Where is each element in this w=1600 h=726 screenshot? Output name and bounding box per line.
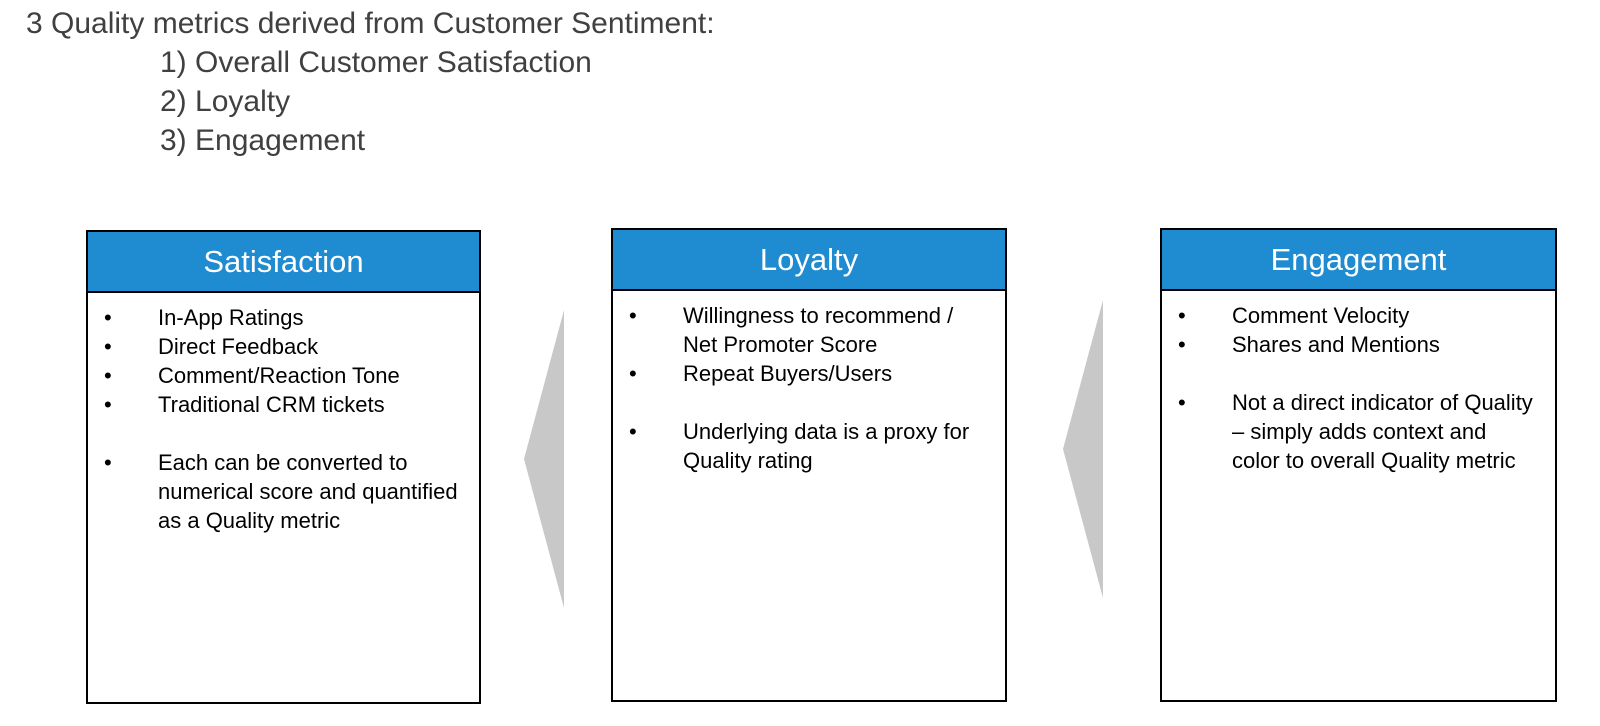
bullet-dot: • (104, 363, 112, 388)
engagement-card-body: • Comment Velocity • Shares and Mentions… (1162, 291, 1555, 475)
satisfaction-bullet-in-app-ratings: • In-App Ratings (88, 303, 479, 332)
bullet-text: Direct Feedback (158, 334, 319, 359)
bullet-text: Underlying data is a proxy for Quality r… (683, 419, 970, 473)
loyalty-card-body: • Willingness to recommend / Net Promote… (613, 291, 1005, 475)
satisfaction-bullet-summary: • Each can be converted to numerical sco… (88, 448, 479, 535)
intro-item-satisfaction: 1) Overall Customer Satisfaction (160, 46, 592, 79)
loyalty-bullet-proxy: • Underlying data is a proxy for Quality… (613, 417, 1005, 475)
bullet-text: Not a direct indicator of Quality – simp… (1232, 390, 1533, 473)
satisfaction-bullet-direct-feedback: • Direct Feedback (88, 332, 479, 361)
intro-item-engagement: 3) Engagement (160, 124, 366, 157)
bullet-dot: • (104, 392, 112, 417)
bullet-dot: • (1178, 303, 1186, 328)
loyalty-card-title: Loyalty (613, 230, 1005, 291)
loyalty-bullet-repeat-buyers: • Repeat Buyers/Users (613, 359, 1005, 388)
engagement-bullet-shares-mentions: • Shares and Mentions (1162, 330, 1555, 359)
bullet-text: Comment Velocity (1232, 303, 1410, 328)
intro-heading: 3 Quality metrics derived from Customer … (26, 7, 715, 40)
bullet-text: Traditional CRM tickets (158, 392, 385, 417)
bullet-text: In-App Ratings (158, 305, 304, 330)
bullet-text: Willingness to recommend / Net Promoter … (683, 303, 954, 357)
chevron-shape (1063, 300, 1103, 598)
bullet-dot: • (104, 334, 112, 359)
intro-item-loyalty: 2) Loyalty (160, 85, 291, 118)
satisfaction-card-body: • In-App Ratings • Direct Feedback • Com… (88, 293, 479, 535)
bullet-dot: • (1178, 390, 1186, 415)
chevron-left-icon (1063, 300, 1103, 598)
engagement-bullet-indicator: • Not a direct indicator of Quality – si… (1162, 388, 1555, 475)
engagement-bullet-comment-velocity: • Comment Velocity (1162, 301, 1555, 330)
bullet-dot: • (1178, 332, 1186, 357)
satisfaction-bullet-crm-tickets: • Traditional CRM tickets (88, 390, 479, 419)
chevron-shape (524, 310, 564, 608)
bullet-dot: • (104, 305, 112, 330)
bullet-text: Comment/Reaction Tone (158, 363, 400, 388)
bullet-text: Shares and Mentions (1232, 332, 1440, 357)
bullet-dot: • (104, 450, 112, 475)
intro-list: 1) Overall Customer Satisfaction 2) Loya… (26, 43, 715, 160)
bullet-text: Each can be converted to numerical score… (158, 450, 458, 533)
bullet-dot: • (629, 419, 637, 444)
engagement-card-title: Engagement (1162, 230, 1555, 291)
bullet-text: Repeat Buyers/Users (683, 361, 893, 386)
bullet-dot: • (629, 303, 637, 328)
satisfaction-card-title: Satisfaction (88, 232, 479, 293)
chevron-left-icon (524, 310, 564, 608)
satisfaction-bullet-reaction-tone: • Comment/Reaction Tone (88, 361, 479, 390)
bullet-dot: • (629, 361, 637, 386)
engagement-card: Engagement • Comment Velocity • Shares a… (1160, 228, 1557, 702)
loyalty-card: Loyalty • Willingness to recommend / Net… (611, 228, 1007, 702)
loyalty-bullet-recommend: • Willingness to recommend / Net Promote… (613, 301, 1005, 359)
intro-block: 3 Quality metrics derived from Customer … (26, 4, 715, 160)
satisfaction-card: Satisfaction • In-App Ratings • Direct F… (86, 230, 481, 704)
